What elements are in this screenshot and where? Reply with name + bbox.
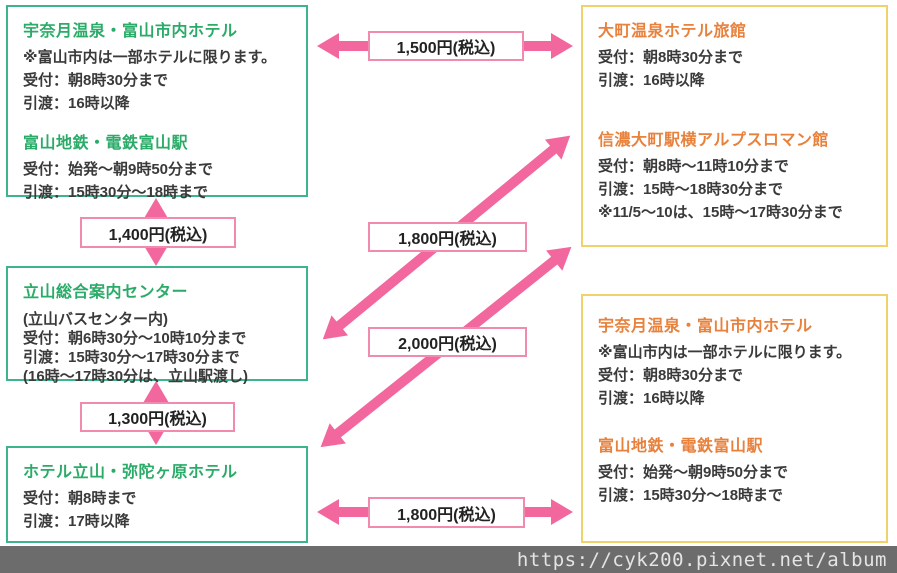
section-shinano-omachi-alps-roman: 信濃大町駅横アルプスロマン館 受付：朝8時～11時10分まで 引渡：15時～18… [598, 126, 871, 224]
handover-line: 引渡：15時30分～18時まで [598, 487, 784, 504]
location-title: 信濃大町駅横アルプスロマン館 [598, 132, 829, 149]
price-label-diagonal-lower: 2,000円(税込) [368, 327, 527, 357]
location-title: 立山総合案内センター [23, 284, 189, 301]
handover-line: 引渡：17時以降 [23, 513, 130, 530]
reception-line: 受付：朝8時～11時10分まで [598, 158, 789, 175]
handover-line: 引渡：16時以降 [598, 390, 705, 407]
location-title: 大町温泉ホテル旅館 [598, 23, 747, 40]
box-omachi-shinano: 大町温泉ホテル旅館 受付：朝8時30分まで 引渡：16時以降 信濃大町駅横アルプ… [581, 5, 888, 247]
price-label-left-lower: 1,300円(税込) [80, 402, 235, 432]
handover-line: 引渡：15時30分～17時30分まで [23, 349, 240, 366]
section-omachi-onsen: 大町温泉ホテル旅館 受付：朝8時30分まで 引渡：16時以降 [598, 17, 871, 92]
location-title: 富山地鉄・電鉄富山駅 [598, 438, 764, 455]
reception-line: 受付：朝6時30分～10時10分まで [23, 330, 247, 347]
watermark-bar: https://cyk200.pixnet.net/album [0, 546, 897, 573]
reception-line: 受付：朝8時30分まで [23, 72, 169, 89]
reception-line: 受付：朝8時30分まで [598, 49, 744, 66]
handover-line: 引渡：16時以降 [598, 72, 705, 89]
section-unazuki-hotels: 宇奈月温泉・富山市内ホテル ※富山市内は一部ホテルに限ります。 受付：朝8時30… [23, 17, 291, 115]
watermark-url: https://cyk200.pixnet.net/album [516, 548, 887, 571]
note-line: (16時～17時30分は、立山駅渡し) [23, 368, 249, 385]
location-title: 宇奈月温泉・富山市内ホテル [23, 23, 238, 40]
price-label-diagonal-upper: 1,800円(税込) [368, 222, 527, 252]
box-hotel-tateyama-midagahara: ホテル立山・弥陀ヶ原ホテル 受付：朝8時まで 引渡：17時以降 [6, 446, 308, 543]
price-label-left-upper: 1,400円(税込) [80, 217, 236, 248]
handover-line: 引渡：15時30分～18時まで [23, 184, 209, 201]
location-title: ホテル立山・弥陀ヶ原ホテル [23, 464, 238, 481]
handover-line: 引渡：16時以降 [23, 95, 130, 112]
section-unazuki-hotels: 宇奈月温泉・富山市内ホテル ※富山市内は一部ホテルに限ります。 受付：朝8時30… [598, 312, 871, 410]
reception-line: 受付：朝8時まで [23, 490, 137, 507]
price-label-top-horizontal: 1,500円(税込) [368, 31, 524, 61]
handover-line: 引渡：15時～18時30分まで [598, 181, 784, 198]
section-dentetsu-toyama-station: 富山地鉄・電鉄富山駅 受付：始発～朝9時50分まで 引渡：15時30分～18時ま… [598, 432, 871, 507]
location-title: 富山地鉄・電鉄富山駅 [23, 135, 189, 152]
note-line: ※富山市内は一部ホテルに限ります。 [598, 344, 852, 361]
note-line: ※11/5～10は、15時～17時30分まで [598, 204, 843, 221]
box-tateyama-information-center: 立山総合案内センター (立山バスセンター内) 受付：朝6時30分～10時10分ま… [6, 266, 308, 385]
box-unazuki-toyama-right: 宇奈月温泉・富山市内ホテル ※富山市内は一部ホテルに限ります。 受付：朝8時30… [581, 294, 888, 543]
box-unazuki-toyama-left: 宇奈月温泉・富山市内ホテル ※富山市内は一部ホテルに限ります。 受付：朝8時30… [6, 5, 308, 201]
note-line: ※富山市内は一部ホテルに限ります。 [23, 49, 277, 66]
reception-line: 受付：始発～朝9時50分まで [23, 161, 214, 178]
section-dentetsu-toyama-station: 富山地鉄・電鉄富山駅 受付：始発～朝9時50分まで 引渡：15時30分～18時ま… [23, 129, 291, 204]
reception-line: 受付：始発～朝9時50分まで [598, 464, 789, 481]
note-line: (立山バスセンター内) [23, 311, 168, 328]
location-title: 宇奈月温泉・富山市内ホテル [598, 318, 813, 335]
reception-line: 受付：朝8時30分まで [598, 367, 744, 384]
price-label-bottom-horizontal: 1,800円(税込) [368, 497, 525, 528]
section-hotel-tateyama: ホテル立山・弥陀ヶ原ホテル 受付：朝8時まで 引渡：17時以降 [23, 458, 291, 533]
section-tateyama-center: 立山総合案内センター (立山バスセンター内) 受付：朝6時30分～10時10分ま… [23, 278, 291, 386]
